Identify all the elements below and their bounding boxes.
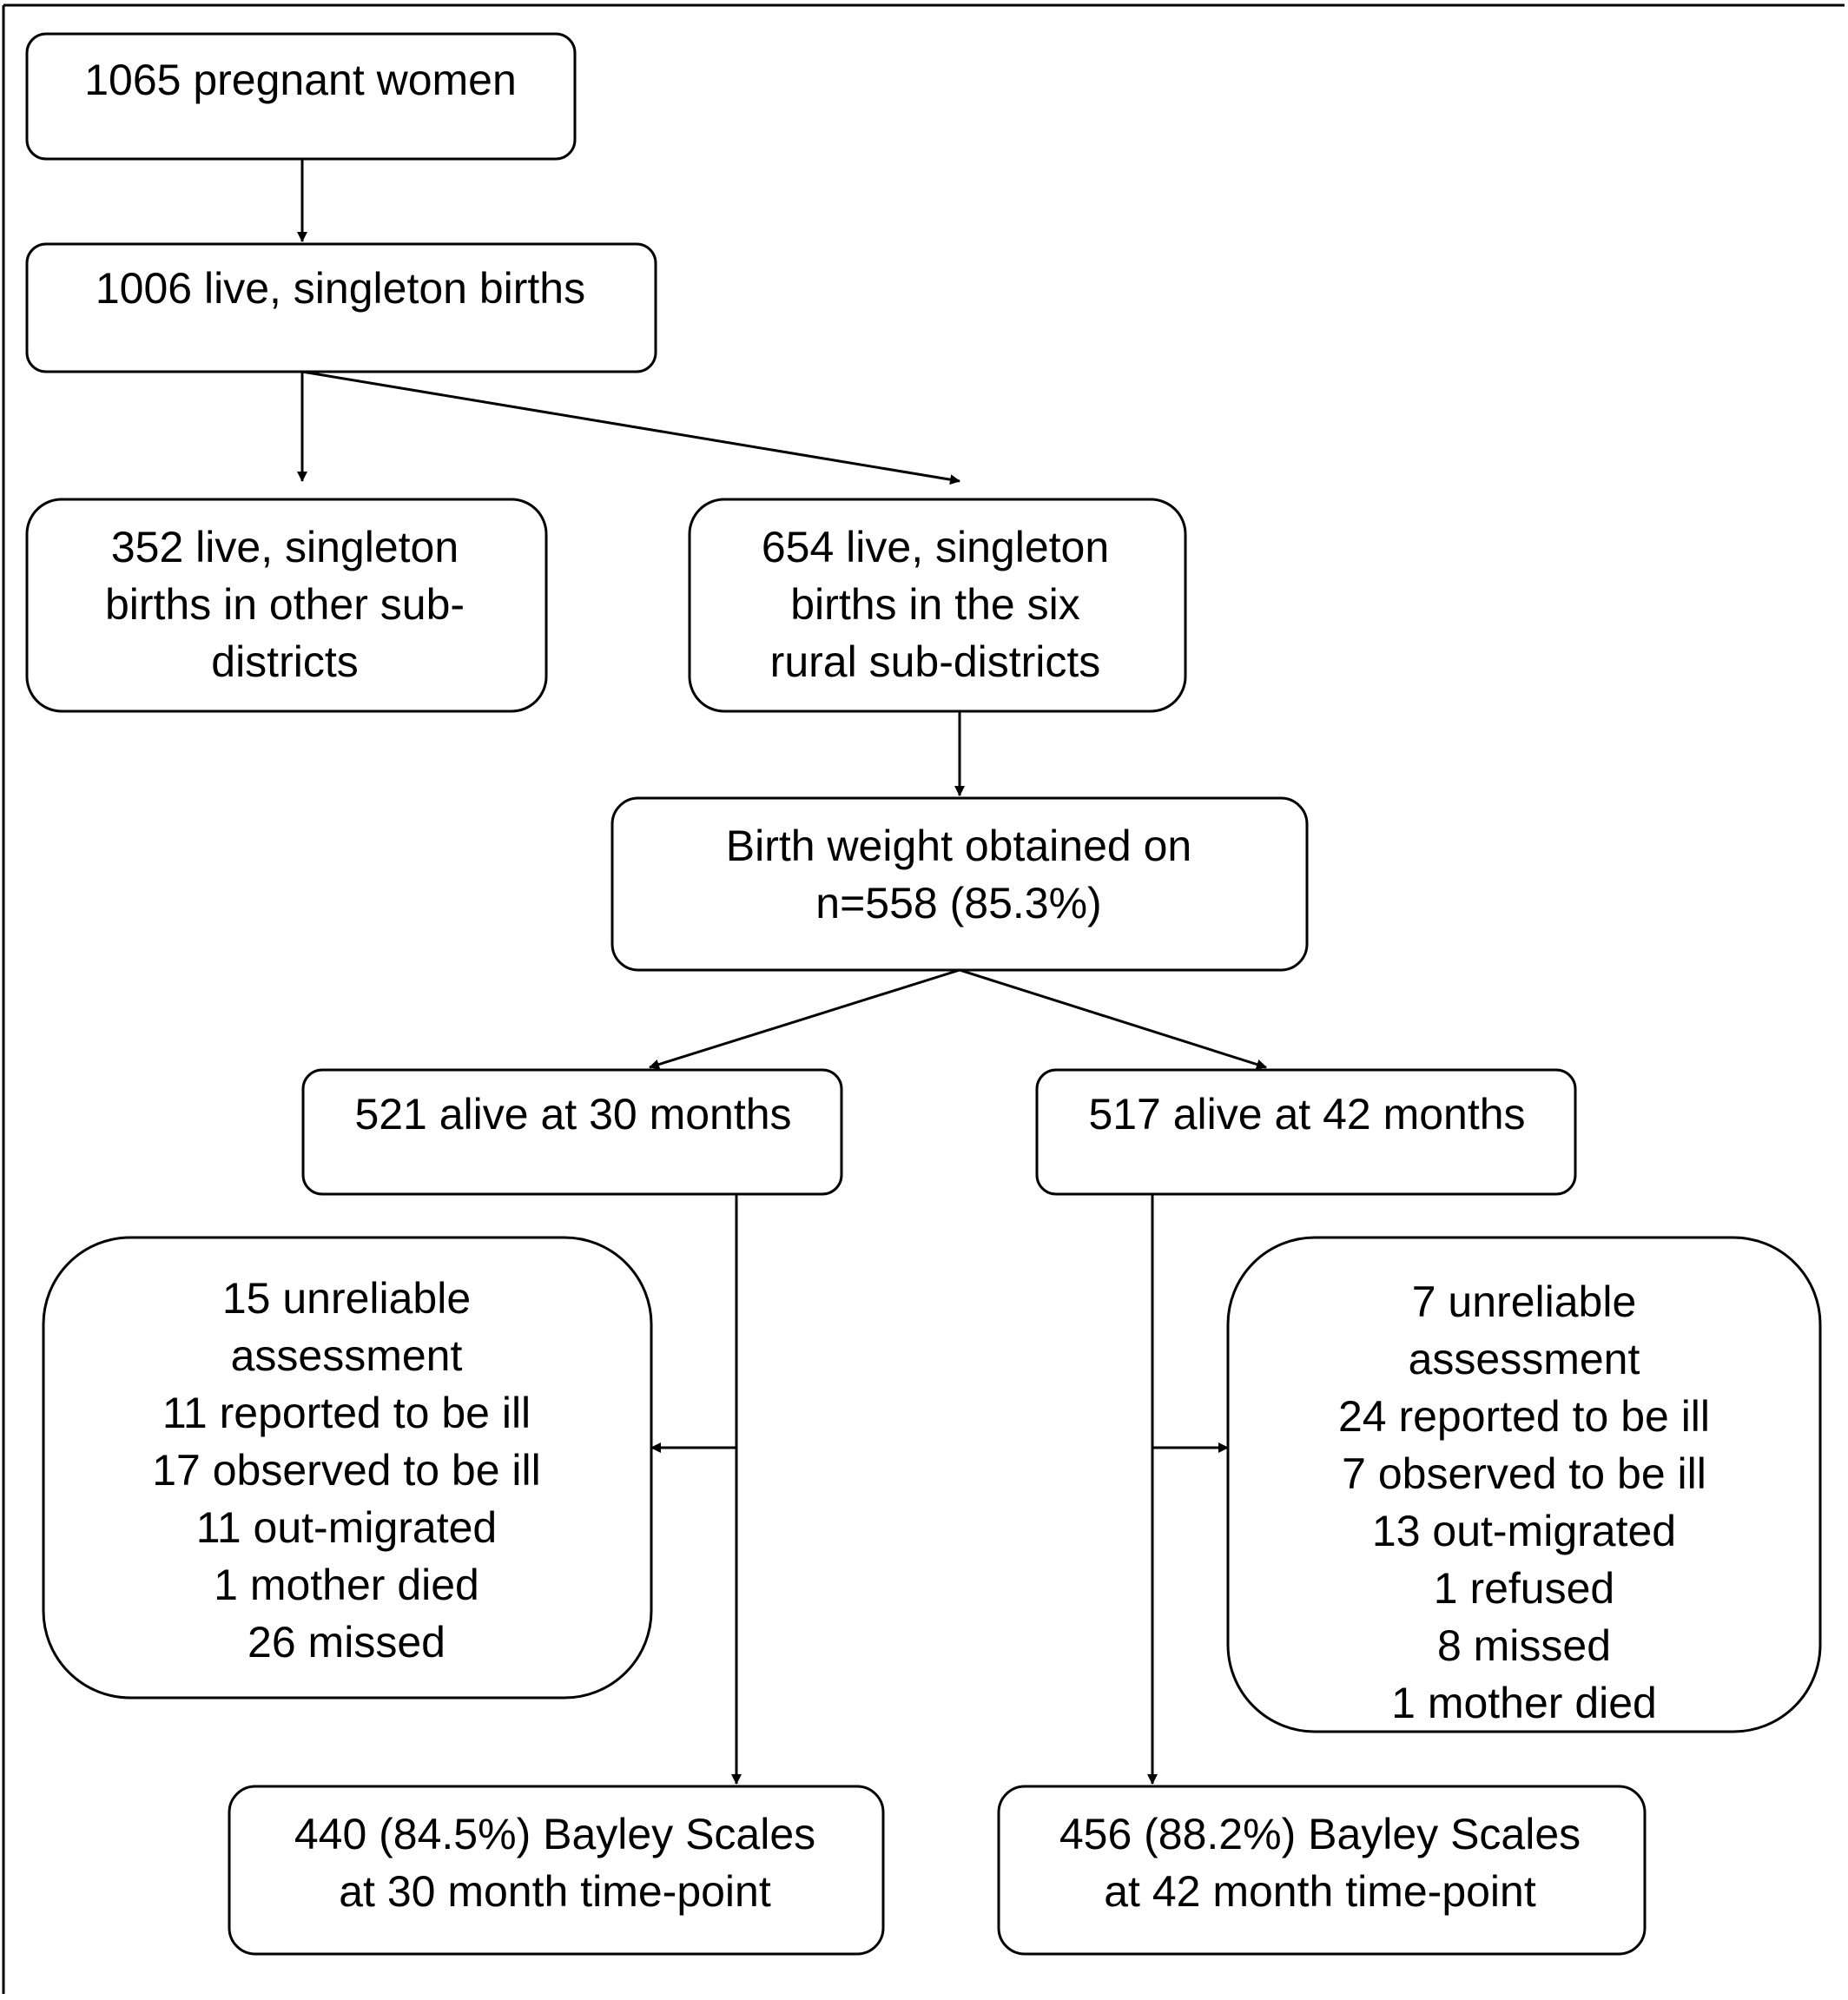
live-births-line: 1006 live, singleton births [96, 264, 585, 313]
bayley-30-line: 440 (84.5%) Bayley Scales [294, 1810, 815, 1858]
box-exclusions-42: 7 unreliable assessment 24 reported to be … [1226, 1236, 1822, 1733]
other-subdistricts-line: 352 live, singleton [111, 523, 459, 571]
exclusions-30-line: 11 out-migrated [196, 1503, 497, 1552]
box-exclusions-30-text: 15 unreliable assessment 11 reported to be… [152, 1274, 541, 1667]
box-rural-subdistricts: 654 live, singleton births in the six rura… [688, 498, 1187, 713]
other-subdistricts-line: districts [211, 637, 358, 686]
exclusions-30-line: 17 observed to be ill [152, 1446, 541, 1495]
box-bayley-30-text: 440 (84.5%) Bayley Scales at 30 month tim… [294, 1810, 815, 1916]
bayley-30-line: at 30 month time-point [339, 1867, 771, 1916]
bayley-42-line: 456 (88.2%) Bayley Scales [1059, 1810, 1581, 1858]
rural-subdistricts-line: births in the six [790, 580, 1079, 629]
other-subdistricts-line: births in other sub- [105, 580, 465, 629]
arrow-weight-to-alive42 [959, 968, 1267, 1070]
box-other-subdistricts-text: 352 live, singleton births in other sub-d… [105, 523, 465, 686]
box-birth-weight: Birth weight obtained on n=558 (85.3%) [610, 796, 1309, 972]
exclusions-30-line: assessment [231, 1331, 463, 1380]
exclusions-42-line: assessment [1409, 1335, 1640, 1383]
box-alive-30-text: 521 alive at 30 months [354, 1090, 791, 1139]
box-live-births: 1006 live, singleton births [25, 242, 657, 373]
box-other-subdistricts: 352 live, singleton births in other sub-d… [25, 498, 548, 713]
alive-30-line: 521 alive at 30 months [354, 1090, 791, 1139]
box-exclusions-42-text: 7 unreliable assessment 24 reported to be … [1338, 1277, 1710, 1727]
exclusions-30-line: 15 unreliable [222, 1274, 471, 1323]
box-alive-42: 517 alive at 42 months [1035, 1068, 1577, 1196]
alive-42-line: 517 alive at 42 months [1088, 1090, 1525, 1139]
exclusions-42-line: 13 out-migrated [1372, 1507, 1676, 1555]
box-bayley-42-text: 456 (88.2%) Bayley Scales at 42 month tim… [1059, 1810, 1581, 1916]
birth-weight-line: n=558 (85.3%) [815, 879, 1101, 927]
exclusions-42-line: 1 refused [1434, 1564, 1614, 1613]
box-pregnant-women-text: 1065 pregnant women [84, 56, 517, 104]
birth-weight-line: Birth weight obtained on [726, 822, 1191, 870]
rural-subdistricts-line: rural sub-districts [770, 637, 1101, 686]
box-exclusions-30: 15 unreliable assessment 11 reported to be… [42, 1236, 653, 1700]
arrow-weight-to-alive30 [649, 968, 960, 1070]
box-birth-weight-text: Birth weight obtained on n=558 (85.3%) [726, 822, 1191, 927]
exclusions-42-line: 8 missed [1437, 1621, 1611, 1670]
exclusions-30-line: 26 missed [248, 1618, 446, 1667]
box-bayley-30: 440 (84.5%) Bayley Scales at 30 month tim… [228, 1785, 885, 1956]
box-rural-subdistricts-text: 654 live, singleton births in the six rura… [762, 523, 1109, 686]
exclusions-42-line: 24 reported to be ill [1338, 1392, 1710, 1441]
exclusions-30-line: 1 mother died [214, 1561, 479, 1609]
exclusions-42-line: 1 mother died [1391, 1679, 1657, 1727]
box-alive-30: 521 alive at 30 months [301, 1068, 843, 1196]
box-bayley-42: 456 (88.2%) Bayley Scales at 42 month tim… [997, 1785, 1647, 1956]
exclusions-42-line: 7 unreliable [1412, 1277, 1637, 1326]
exclusions-30-line: 11 reported to be ill [162, 1389, 531, 1437]
pregnant-women-line: 1065 pregnant women [84, 56, 517, 104]
box-alive-42-text: 517 alive at 42 months [1088, 1090, 1525, 1139]
box-live-births-text: 1006 live, singleton births [96, 264, 585, 313]
box-pregnant-women: 1065 pregnant women [25, 32, 577, 161]
arrow-births-to-rural [301, 370, 960, 485]
rural-subdistricts-line: 654 live, singleton [762, 523, 1109, 571]
connectors [297, 159, 1267, 1785]
exclusions-42-line: 7 observed to be ill [1342, 1449, 1706, 1498]
bayley-42-line: at 42 month time-point [1104, 1867, 1536, 1916]
